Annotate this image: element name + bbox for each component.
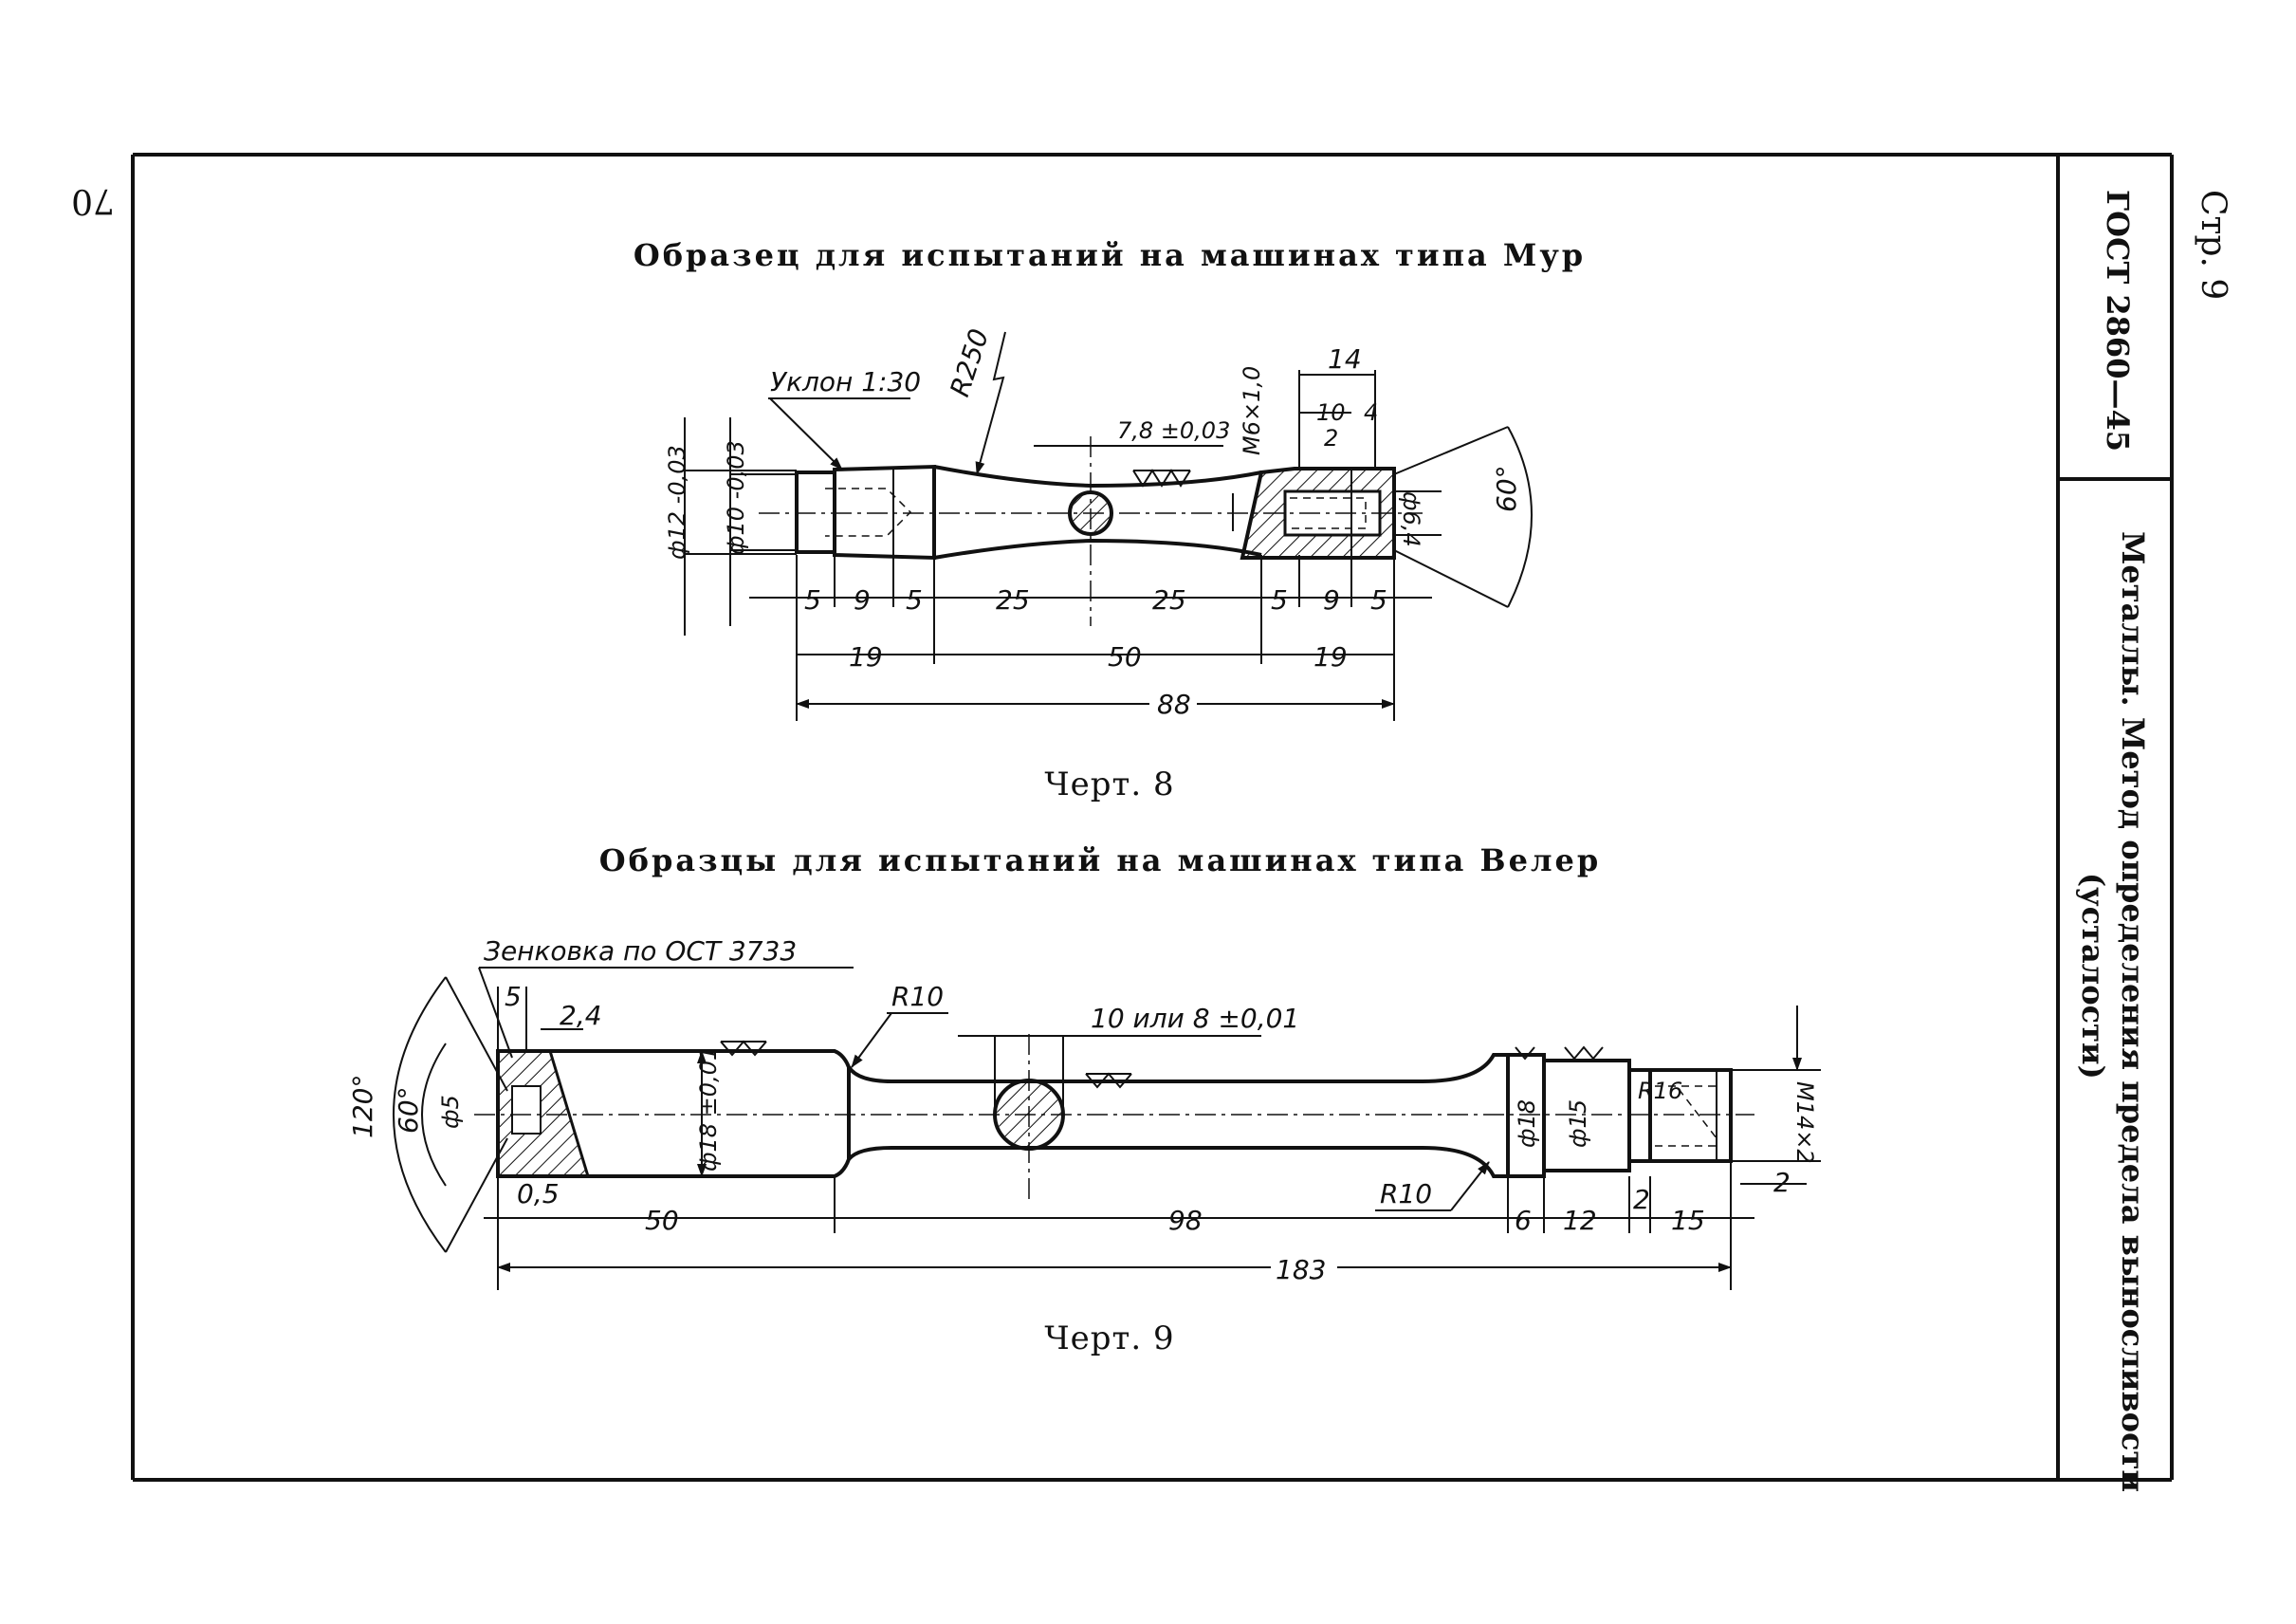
dia10-label: ф10 -0,03 bbox=[723, 440, 749, 555]
r16-label: R16 bbox=[1638, 1078, 1682, 1104]
dim-98: 98 bbox=[1168, 1205, 1203, 1236]
dim-2-b: 2 bbox=[1773, 1167, 1791, 1198]
dim-2: 2 bbox=[1324, 425, 1338, 452]
slope-label: Уклон 1:30 bbox=[770, 366, 921, 397]
dim-0-5: 0,5 bbox=[517, 1178, 560, 1209]
section-dim-label: 10 или 8 ±0,01 bbox=[1091, 1003, 1299, 1034]
dim-10: 10 bbox=[1316, 399, 1346, 426]
wohler-specimen-drawing bbox=[474, 1034, 1754, 1205]
dim-19-left: 19 bbox=[849, 641, 883, 673]
dia64-label: ф6,4 bbox=[1398, 491, 1424, 547]
dim-19-right: 19 bbox=[1313, 641, 1348, 673]
svg-text:9: 9 bbox=[854, 584, 871, 616]
dim-50: 50 bbox=[1108, 641, 1142, 673]
figure-8-title: Образец для испытаний на машинах типа Му… bbox=[634, 237, 1586, 273]
dim-2-4: 2,4 bbox=[560, 1000, 602, 1031]
dia18-label: ф18 bbox=[1514, 1099, 1540, 1148]
figure-9: Образцы для испытаний на машинах типа Ве… bbox=[347, 842, 1821, 1357]
svg-text:5: 5 bbox=[1370, 584, 1387, 616]
radius-250-label: R250 bbox=[944, 325, 995, 401]
doc-title-line1: Металлы. Метод определения предела вынос… bbox=[2115, 531, 2151, 1492]
dim-5: 5 bbox=[505, 981, 522, 1012]
dim-183: 183 bbox=[1276, 1254, 1326, 1285]
thread-m14-label: M14×2 bbox=[1791, 1081, 1818, 1164]
moore-specimen-drawing bbox=[759, 436, 1423, 626]
dim-15: 15 bbox=[1671, 1205, 1705, 1236]
angle-120-label: 120° bbox=[347, 1075, 378, 1138]
page-number: 70 bbox=[71, 181, 115, 220]
figure-9-caption: Черт. 9 bbox=[1044, 1320, 1174, 1357]
svg-text:9: 9 bbox=[1323, 584, 1340, 616]
figure-8-caption: Черт. 8 bbox=[1044, 766, 1174, 803]
dim-2-a: 2 bbox=[1633, 1184, 1650, 1215]
svg-text:5: 5 bbox=[906, 584, 923, 616]
countersink-label: Зенковка по ОСТ 3733 bbox=[484, 935, 797, 967]
figure-9-title: Образцы для испытаний на машинах типа Ве… bbox=[599, 842, 1601, 878]
dim-50: 50 bbox=[645, 1205, 679, 1236]
section-dim-label: 7,8 ±0,03 bbox=[1117, 417, 1230, 444]
r10-top-label: R10 bbox=[891, 981, 944, 1012]
dia12-label: ф12 -0,03 bbox=[664, 445, 690, 560]
page-frame bbox=[131, 153, 2174, 1482]
page-label: Стр. 9 bbox=[2194, 190, 2232, 300]
dia15-label: ф15 bbox=[1565, 1099, 1591, 1148]
dim-6: 6 bbox=[1515, 1205, 1532, 1236]
thread-m6-label: M6×1,0 bbox=[1239, 366, 1265, 455]
segment-dims: 5 9 5 25 25 5 9 5 bbox=[804, 584, 1387, 616]
dim-12: 12 bbox=[1563, 1205, 1597, 1236]
dia18-tol-label: ф18 ±0,01 bbox=[695, 1046, 722, 1172]
doc-title-line2: (усталости) bbox=[2075, 873, 2111, 1080]
svg-text:25: 25 bbox=[996, 584, 1030, 616]
r10-bottom-label: R10 bbox=[1380, 1178, 1432, 1209]
svg-text:25: 25 bbox=[1152, 584, 1186, 616]
angle-60-label: 60° bbox=[393, 1086, 424, 1134]
dia5-label: ф5 bbox=[437, 1095, 464, 1129]
standard-number: ГОСТ 2860—45 bbox=[2100, 190, 2136, 452]
svg-text:5: 5 bbox=[1271, 584, 1288, 616]
svg-text:5: 5 bbox=[804, 584, 821, 616]
figure-8: Образец для испытаний на машинах типа Му… bbox=[634, 237, 1586, 803]
dim-88: 88 bbox=[1157, 689, 1191, 720]
angle-60-label: 60° bbox=[1491, 465, 1522, 512]
dim-14: 14 bbox=[1328, 343, 1362, 375]
